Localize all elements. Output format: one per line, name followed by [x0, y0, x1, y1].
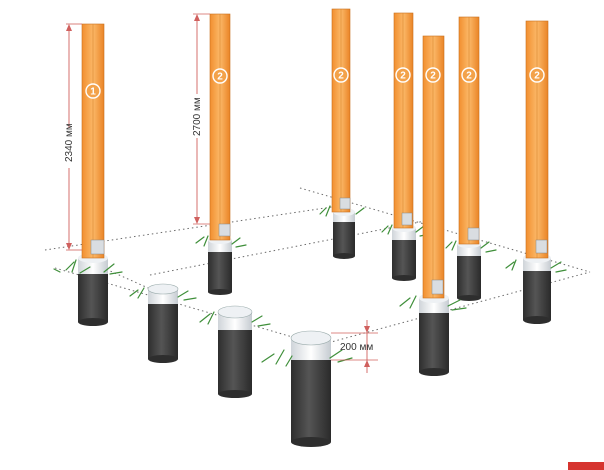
pile-post-2d: [419, 293, 449, 376]
pile-post-2b: [333, 208, 355, 259]
pile-front-center: [290, 330, 332, 447]
dimension-200: 200 мм: [331, 320, 378, 373]
post-badge-2c: 2: [395, 67, 411, 83]
dimension-2340-label: 2340 мм: [64, 123, 75, 162]
grass-tufts: [53, 205, 567, 367]
svg-text:2: 2: [534, 71, 540, 82]
dimension-200-label: 200 мм: [340, 342, 373, 353]
post-2d: [422, 35, 445, 299]
post-2b: [331, 8, 351, 213]
pile-post-2c: [392, 224, 416, 281]
dimension-2700: 2700 мм: [191, 13, 210, 225]
svg-text:2: 2: [400, 71, 406, 82]
post-badge-1: 1: [85, 83, 101, 99]
svg-text:1: 1: [90, 87, 96, 98]
svg-text:2: 2: [466, 71, 472, 82]
post-2e: [458, 16, 480, 245]
post-2c: [393, 12, 414, 229]
dimension-2700-label: 2700 мм: [192, 97, 203, 136]
pile-front-left: [147, 283, 179, 363]
post-badge-2a: 2: [212, 68, 228, 84]
page-corner-tab: [568, 462, 604, 470]
pile-front-middle: [217, 305, 253, 398]
svg-text:2: 2: [217, 72, 223, 83]
post-2f: [525, 20, 549, 259]
post-2a: [209, 13, 231, 241]
svg-text:2: 2: [338, 71, 344, 82]
post-badge-2e: 2: [461, 67, 477, 83]
post-badge-2b: 2: [333, 67, 349, 83]
post-1: [81, 23, 105, 259]
post-badge-2d: 2: [425, 67, 441, 83]
pile-post-1: [78, 253, 108, 326]
svg-text:2: 2: [430, 71, 436, 82]
dimension-2340: 2340 мм: [63, 23, 82, 251]
pile-post-2a: [208, 236, 232, 295]
post-badge-2f: 2: [529, 67, 545, 83]
pile-post-2f: [523, 253, 551, 324]
pile-post-2e: [457, 240, 481, 301]
